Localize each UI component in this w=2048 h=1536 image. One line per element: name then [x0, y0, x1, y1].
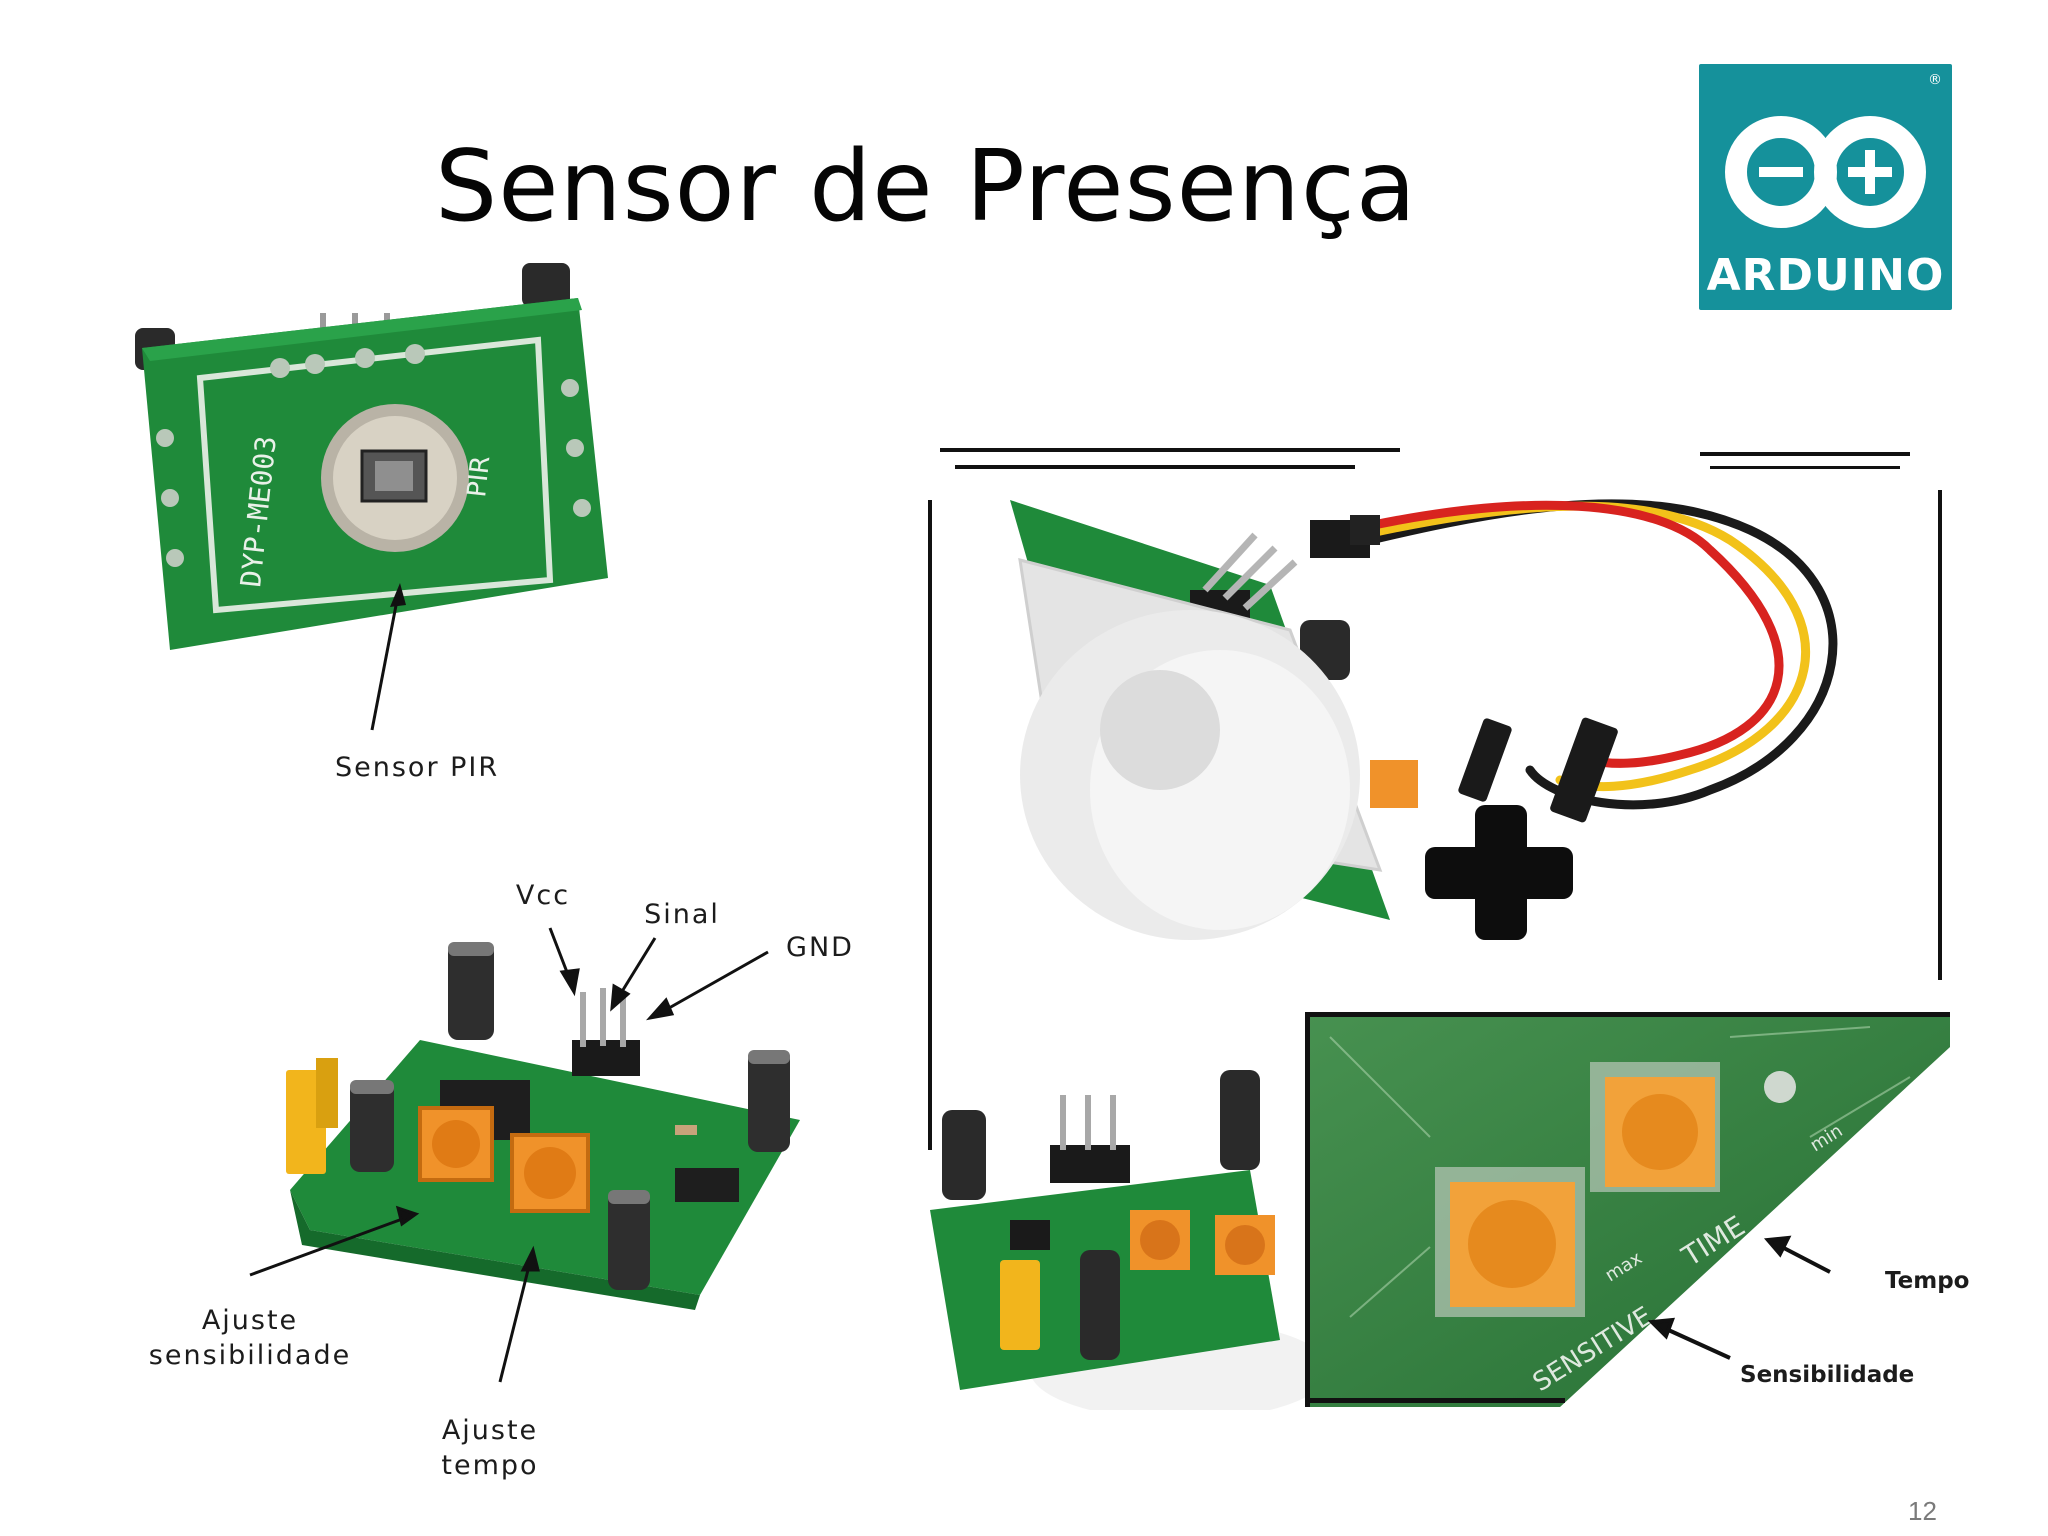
pir-module-photo: DYP-ME003 PIR	[130, 258, 620, 658]
vcc-label: Vcc	[515, 880, 571, 911]
zoom-time-label: Tempo	[1885, 1268, 1970, 1294]
zoom-sensitivity-label: Sensibilidade	[1740, 1362, 1915, 1388]
page-number: 12	[1908, 1496, 1937, 1526]
sensitivity-label-line2: sensibilidade	[148, 1340, 352, 1371]
slide-title: Sensor de Presença	[435, 130, 1417, 244]
sensor-pir-arrow	[370, 583, 406, 731]
arduino-logo: ® ARDUINO	[1699, 64, 1952, 310]
pinout-arrows	[249, 927, 769, 1383]
pinout-board-photo	[280, 930, 820, 1370]
zoom-panel: TIME SENSITIVE max min	[1305, 1012, 1950, 1407]
pir-dome-photo	[990, 490, 1940, 950]
registered-mark: ®	[1928, 72, 1942, 88]
board-pir-mark: PIR	[462, 454, 496, 498]
infinity-icon	[1725, 116, 1926, 228]
sensitivity-label: Ajuste sensibilidade	[130, 1303, 370, 1373]
sensor-pir-label: Sensor PIR	[335, 752, 500, 783]
time-label-line2: tempo	[441, 1450, 539, 1481]
zoom-arrows	[1647, 1235, 1831, 1360]
signal-label: Sinal	[644, 899, 720, 930]
sensitivity-label-line1: Ajuste	[201, 1305, 299, 1336]
small-board-photo	[930, 1050, 1330, 1420]
plus-icon	[1425, 805, 1573, 940]
time-label-line1: Ajuste	[441, 1415, 539, 1446]
zoom-panel-bottom-line	[1305, 1398, 1565, 1403]
arduino-logo-text: ARDUINO	[1706, 250, 1945, 301]
gnd-label: GND	[786, 932, 854, 963]
time-label: Ajuste tempo	[420, 1413, 560, 1483]
